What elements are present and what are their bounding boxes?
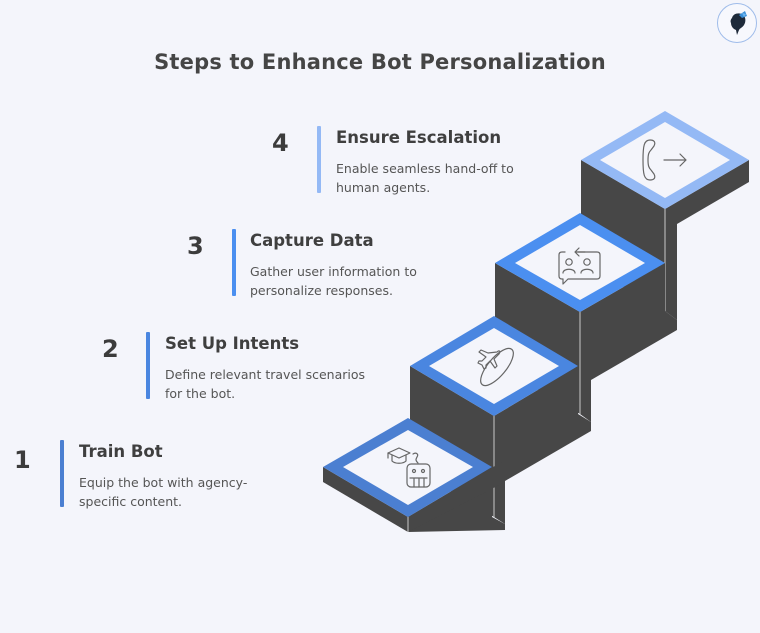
step-number: 1 — [14, 446, 31, 474]
step-description: Equip the bot with agency- specific cont… — [79, 475, 248, 509]
step-title: Ensure Escalation — [336, 128, 502, 147]
step-title: Set Up Intents — [165, 334, 300, 353]
step-description: Define relevant travel scenarios for the… — [165, 367, 366, 401]
step-accent-bar — [146, 332, 150, 399]
phone-forward-icon — [642, 139, 687, 181]
feather-head-logo-icon — [730, 11, 747, 35]
step-accent-bar — [317, 126, 321, 193]
step-number: 2 — [102, 335, 119, 363]
airplane-orbit-icon — [477, 347, 514, 387]
page-title: Steps to Enhance Bot Personalization — [154, 50, 606, 74]
step-accent-bar — [60, 440, 64, 507]
step-accent-bar — [232, 229, 236, 296]
step-description: Gather user information to personalize r… — [250, 264, 417, 298]
users-chat-exchange-icon — [558, 247, 601, 285]
step-1-block — [323, 418, 505, 532]
step-number: 4 — [272, 129, 289, 157]
step-description: Enable seamless hand-off to human agents… — [336, 161, 514, 195]
graduation-cap-robot-icon — [387, 447, 431, 488]
step-title: Train Bot — [79, 442, 163, 461]
step-number: 3 — [187, 232, 204, 260]
step-title: Capture Data — [250, 231, 374, 250]
logo — [717, 3, 757, 43]
